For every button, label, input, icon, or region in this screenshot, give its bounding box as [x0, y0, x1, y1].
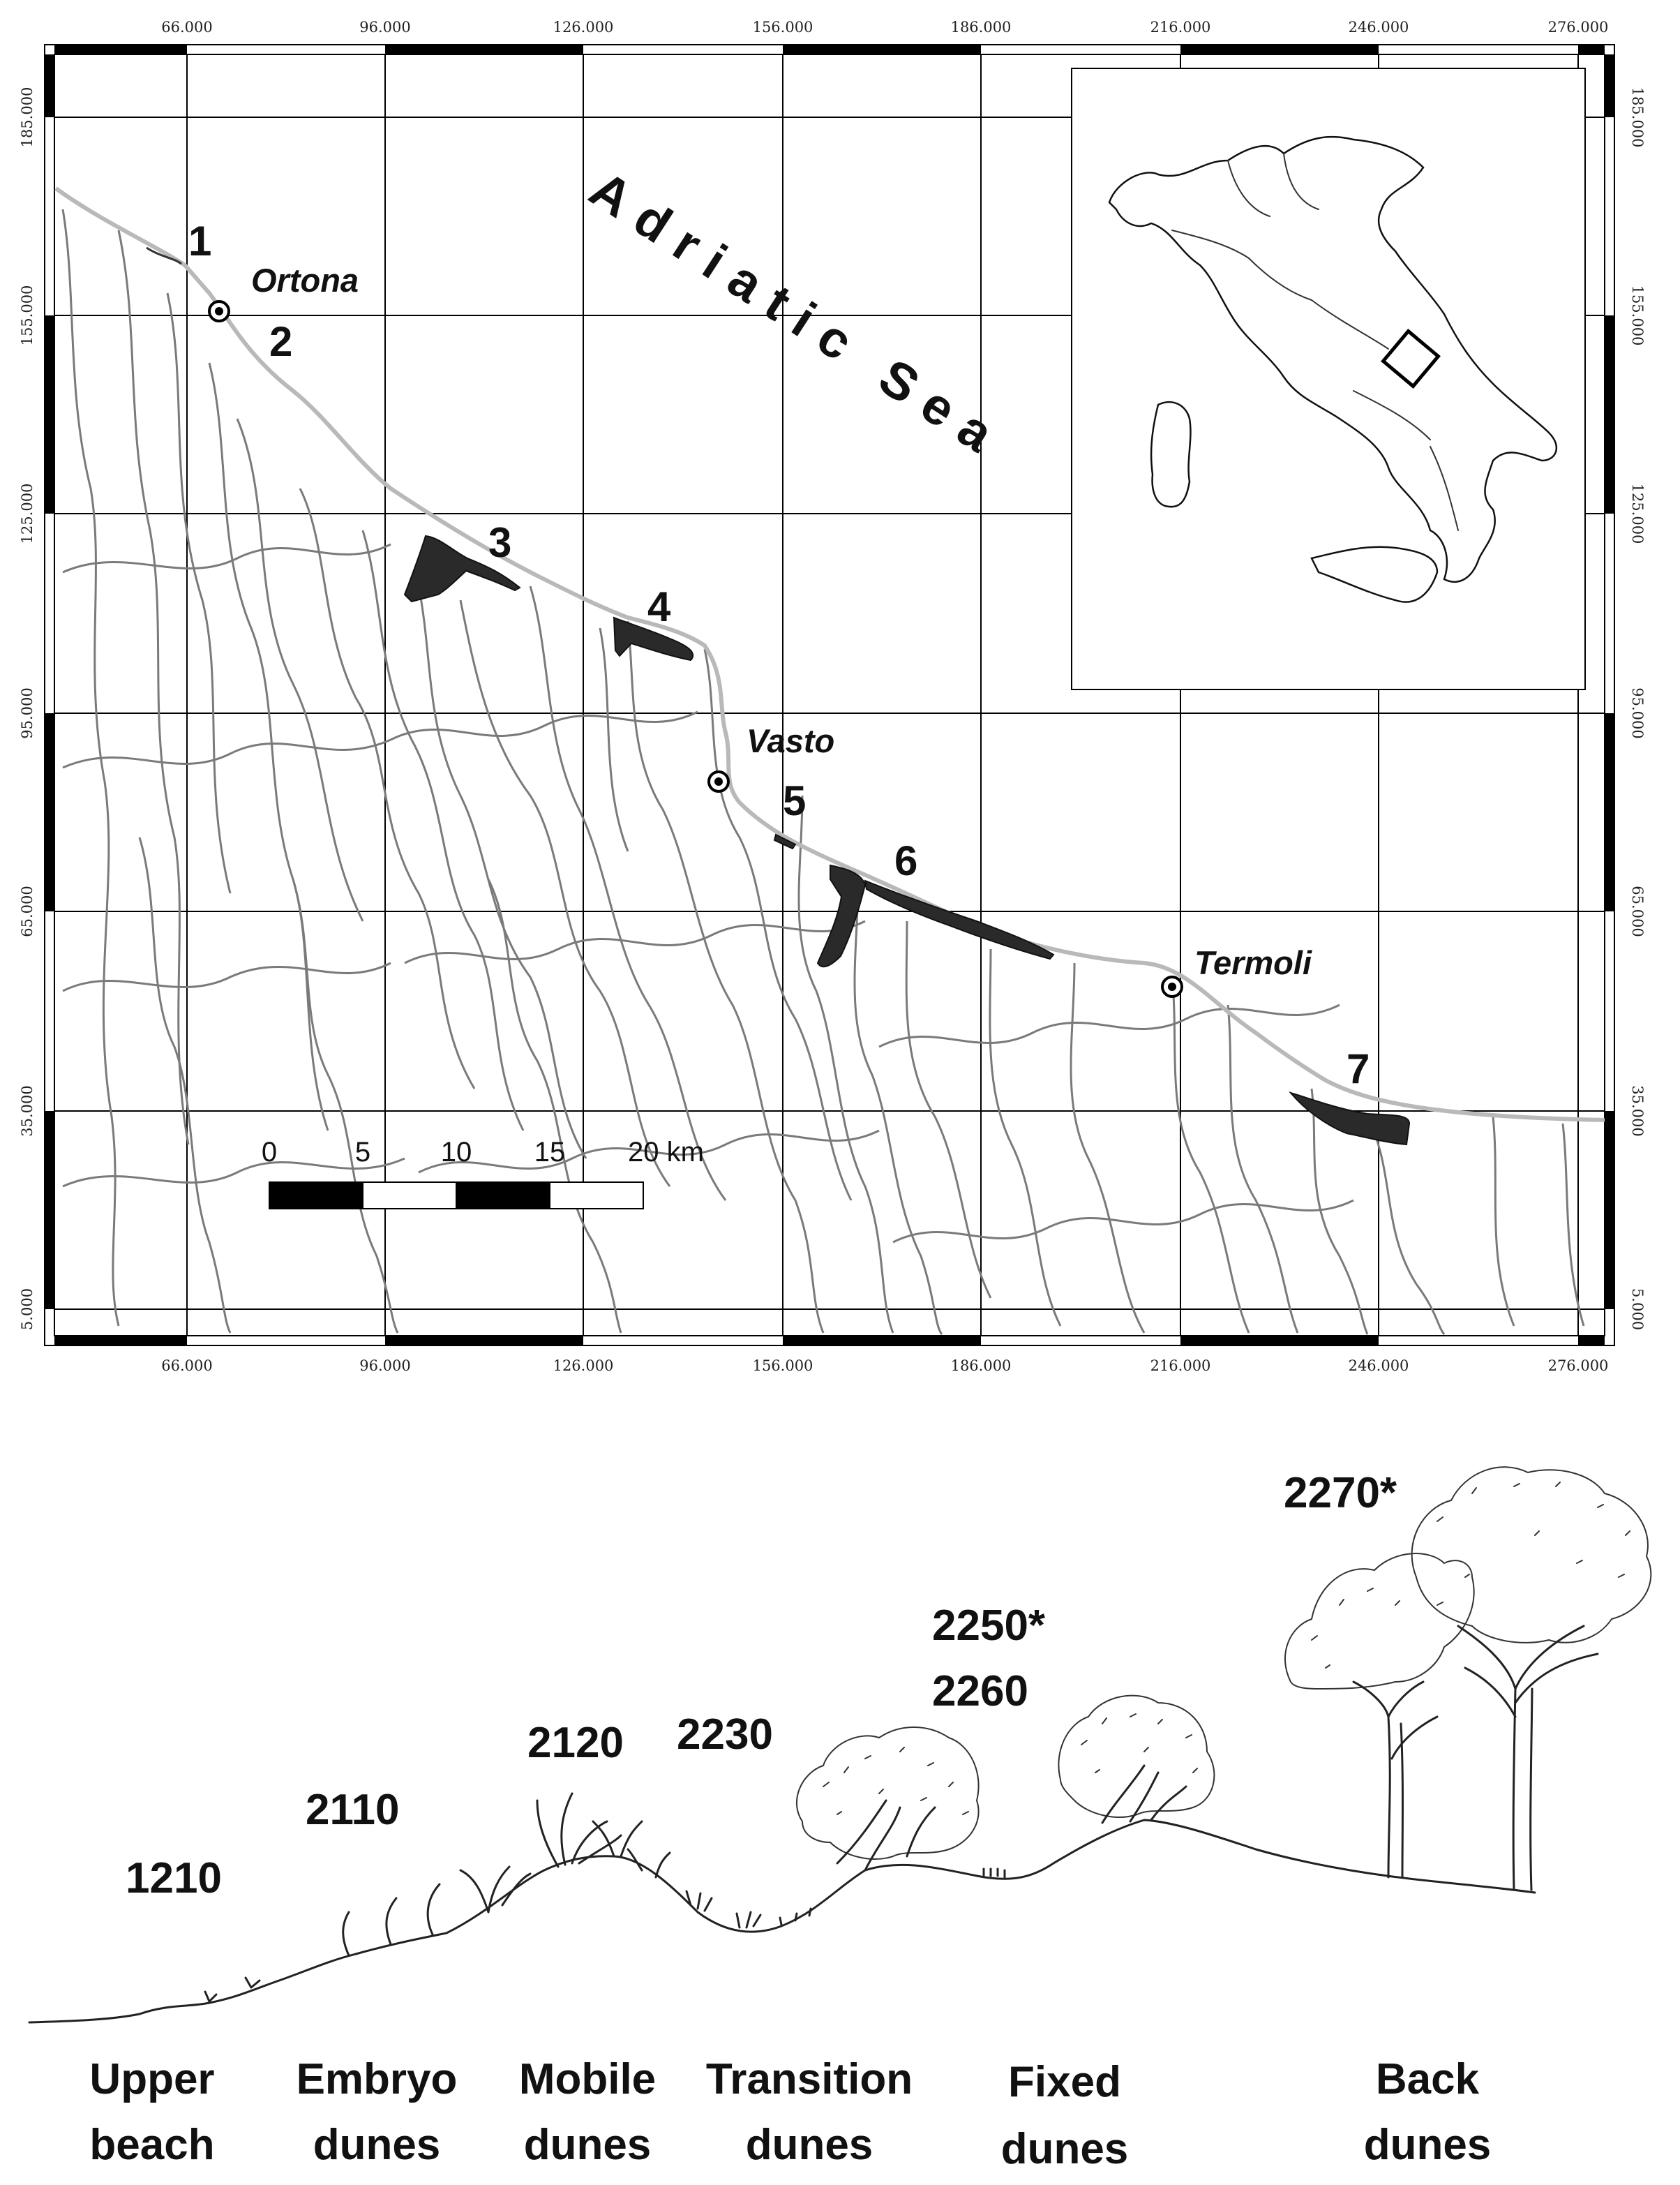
town-label-ortona: Ortona — [251, 262, 359, 299]
inset-map-italy — [1071, 68, 1586, 690]
zone-label-upper-beach-line2: beach — [89, 2121, 214, 2169]
x-tick-labels-top: 66.000 96.000 126.000 156.000 186.000 21… — [161, 19, 1608, 36]
marram-grass — [459, 1792, 1006, 1929]
study-area-box — [1381, 329, 1441, 389]
x-tick-label: 126.000 — [553, 19, 614, 36]
scale-label-0: 0 — [262, 1137, 277, 1168]
site-3-polygon — [403, 535, 521, 603]
zone-labels: Upper beach Embryo dunes Mobile dunes Tr… — [89, 2055, 1491, 2173]
scale-label-5: 5 — [355, 1137, 370, 1168]
scale-bar: 0 5 10 15 20 km — [262, 1137, 704, 1209]
site-7-polygon — [1289, 1091, 1411, 1146]
x-tick-label: 246.000 — [1349, 1357, 1409, 1374]
site-5-polygon — [773, 833, 797, 850]
y-tick-label: 95.000 — [1629, 687, 1646, 738]
zone-label-fixed-dunes-line1: Fixed — [1008, 2058, 1121, 2106]
site-label-4: 4 — [647, 583, 671, 630]
site-label-3: 3 — [488, 519, 511, 566]
site-6-polygon — [816, 864, 1055, 968]
x-tick-label: 156.000 — [753, 19, 813, 36]
town-marker-termoli — [1161, 976, 1183, 998]
zone-label-back-dunes-line2: dunes — [1364, 2121, 1492, 2169]
sicily-outline — [1310, 546, 1439, 603]
sardinia-outline — [1150, 401, 1192, 508]
map-frame — [44, 44, 1615, 1346]
y-tick-label: 5.000 — [1629, 1288, 1646, 1330]
y-tick-label: 65.000 — [1629, 886, 1646, 937]
towns: Ortona Vasto Termoli — [208, 262, 1312, 998]
y-tick-label: 155.000 — [19, 285, 36, 346]
dune-sites — [403, 535, 1411, 1146]
x-tick-label: 66.000 — [161, 19, 212, 36]
y-tick-labels-left: 185.000 155.000 125.000 95.000 65.000 35… — [19, 87, 36, 1330]
italy-mainland-outline — [1108, 135, 1557, 583]
zone-label-transition-dunes-line1: Transition — [706, 2055, 913, 2103]
zone-label-upper-beach-line1: Upper — [89, 2055, 214, 2103]
site-label-2: 2 — [269, 318, 292, 365]
y-tick-labels-right: 185.000 155.000 125.000 95.000 65.000 35… — [1629, 87, 1646, 1330]
site-label-6: 6 — [894, 837, 917, 884]
site-label-5: 5 — [783, 777, 806, 824]
y-tick-label: 185.000 — [19, 87, 36, 148]
y-tick-label: 35.000 — [19, 1085, 36, 1136]
town-label-vasto: Vasto — [747, 722, 834, 759]
shrub-fixed — [1058, 1694, 1215, 1824]
x-tick-labels-bottom: 66.000 96.000 126.000 156.000 186.000 21… — [161, 1357, 1608, 1374]
shrub-transition — [795, 1727, 980, 1872]
zone-label-embryo-dunes-line1: Embryo — [297, 2055, 458, 2103]
zone-label-mobile-dunes-line2: dunes — [524, 2121, 652, 2169]
zone-label-transition-dunes-line2: dunes — [746, 2121, 873, 2169]
zone-label-mobile-dunes-line1: Mobile — [519, 2055, 656, 2103]
x-tick-label: 66.000 — [161, 1357, 212, 1374]
town-marker-vasto — [707, 770, 730, 793]
habitat-code-2250: 2250* — [932, 1602, 1046, 1650]
town-marker-ortona — [208, 300, 230, 322]
town-label-termoli: Termoli — [1194, 944, 1312, 981]
y-tick-label: 35.000 — [1629, 1085, 1646, 1136]
pioneer-vegetation — [204, 1883, 441, 2003]
habitat-code-2260: 2260 — [932, 1667, 1028, 1715]
x-tick-label: 96.000 — [359, 1357, 410, 1374]
y-tick-label: 125.000 — [19, 484, 36, 544]
habitat-code-2110: 2110 — [306, 1786, 400, 1834]
scale-label-20km: 20 km — [628, 1137, 704, 1168]
y-tick-label: 65.000 — [19, 886, 36, 937]
habitat-code-1210: 1210 — [126, 1854, 222, 1902]
x-tick-label: 276.000 — [1548, 1357, 1609, 1374]
x-tick-label: 126.000 — [553, 1357, 614, 1374]
habitat-code-2270: 2270* — [1284, 1469, 1397, 1517]
map-panel: 66.000 96.000 126.000 156.000 186.000 21… — [19, 19, 1646, 1374]
x-tick-label: 186.000 — [951, 19, 1012, 36]
y-tick-label: 155.000 — [1629, 285, 1646, 346]
y-tick-label: 185.000 — [1629, 87, 1646, 148]
site-label-1: 1 — [188, 218, 211, 264]
habitat-code-2120: 2120 — [527, 1719, 624, 1767]
y-tick-label: 95.000 — [19, 687, 36, 738]
river-network — [61, 209, 1585, 1335]
x-tick-label: 276.000 — [1548, 19, 1609, 36]
y-tick-label: 125.000 — [1629, 484, 1646, 544]
coastline — [54, 186, 1605, 1122]
scale-label-10: 10 — [441, 1137, 472, 1168]
pine-trees — [1284, 1466, 1652, 1891]
x-tick-label: 96.000 — [359, 19, 410, 36]
dune-ground-profile — [28, 1819, 1536, 2024]
site-label-7: 7 — [1347, 1045, 1370, 1092]
x-tick-label: 186.000 — [951, 1357, 1012, 1374]
zone-label-fixed-dunes-line2: dunes — [1001, 2125, 1129, 2173]
x-tick-label: 216.000 — [1150, 1357, 1211, 1374]
dune-profile-panel: 1210 2110 2120 2230 2250* 2260 2270* Upp… — [28, 1466, 1652, 2173]
x-tick-label: 246.000 — [1349, 19, 1409, 36]
x-tick-label: 156.000 — [753, 1357, 813, 1374]
scale-label-15: 15 — [534, 1137, 566, 1168]
site-4-polygon — [613, 616, 694, 662]
zone-label-embryo-dunes-line2: dunes — [313, 2121, 441, 2169]
x-tick-label: 216.000 — [1150, 19, 1211, 36]
site-numbers: 1 2 3 4 5 6 7 — [188, 218, 1370, 1092]
habitat-code-2230: 2230 — [677, 1710, 773, 1759]
habitat-codes: 1210 2110 2120 2230 2250* 2260 2270* — [126, 1469, 1397, 1902]
y-tick-label: 5.000 — [19, 1288, 36, 1330]
zone-label-back-dunes-line1: Back — [1376, 2055, 1480, 2103]
